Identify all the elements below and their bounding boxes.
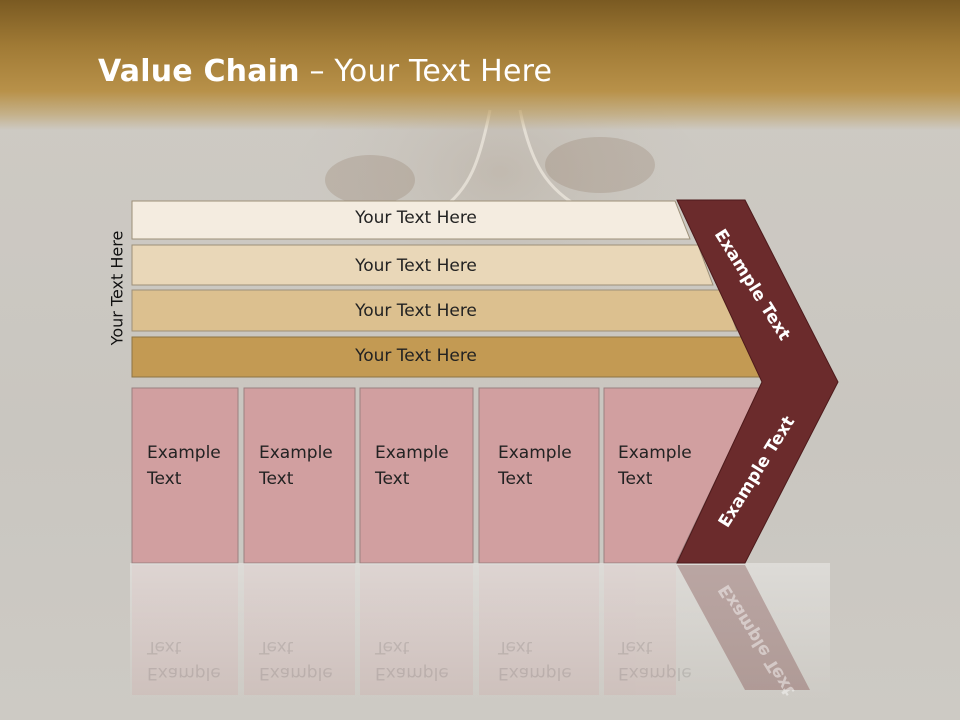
cell-5-reflection-line2: Text <box>618 637 653 657</box>
support-bar-2-label: Your Text Here <box>355 256 477 276</box>
margin-chevron[interactable] <box>676 199 839 564</box>
cell-4-reflection-label: Example Text <box>498 634 593 686</box>
chevron-reflection <box>677 565 810 690</box>
slide-title: Value Chain – Your Text Here <box>98 54 552 89</box>
cell-2-line2: Text <box>259 469 294 489</box>
cell-1-reflection-label: Example Text <box>147 634 242 686</box>
cell-2-reflection-line1: Example <box>259 663 333 683</box>
cell-3-line2: Text <box>375 469 410 489</box>
support-bar-2[interactable] <box>131 244 714 286</box>
header-band <box>0 0 960 130</box>
cell-5-reflection-label: Example Text <box>618 634 713 686</box>
cell-4-line1: Example <box>498 443 572 463</box>
cell-3-reflection-line2: Text <box>375 637 410 657</box>
cell-1-line2: Text <box>147 469 182 489</box>
support-bar-1[interactable] <box>131 200 691 240</box>
cell-4-reflection-line2: Text <box>498 637 533 657</box>
cell-1-line1: Example <box>147 443 221 463</box>
cell-1-reflection-line2: Text <box>147 637 182 657</box>
cell-2-line1: Example <box>259 443 333 463</box>
primary-cell-2[interactable] <box>243 387 356 564</box>
cell-4-reflection-line1: Example <box>498 663 572 683</box>
reflection-fade <box>130 563 830 703</box>
cell-3-reflection-line1: Example <box>375 663 449 683</box>
cell-5-line2: Text <box>618 469 653 489</box>
cell-5-line1: Example <box>618 443 692 463</box>
support-bar-1-label: Your Text Here <box>355 208 477 228</box>
support-bar-3[interactable] <box>131 289 738 332</box>
cell-3-line1: Example <box>375 443 449 463</box>
title-rest: – Your Text Here <box>299 54 553 89</box>
cell-3-reflection-label: Example Text <box>375 634 470 686</box>
primary-cell-1[interactable] <box>131 387 239 564</box>
support-bar-4-label: Your Text Here <box>355 346 477 366</box>
title-bold: Value Chain <box>98 54 300 89</box>
primary-cell-4[interactable] <box>478 387 600 564</box>
primary-cell-3[interactable] <box>359 387 474 564</box>
cell-4-line2: Text <box>498 469 533 489</box>
cell-2-reflection-label: Example Text <box>259 634 354 686</box>
cell-2-reflection-line2: Text <box>259 637 294 657</box>
cell-5-reflection-line1: Example <box>618 663 692 683</box>
support-bar-3-label: Your Text Here <box>355 301 477 321</box>
side-label: Your Text Here <box>107 230 127 346</box>
cell-1-reflection-line1: Example <box>147 663 221 683</box>
